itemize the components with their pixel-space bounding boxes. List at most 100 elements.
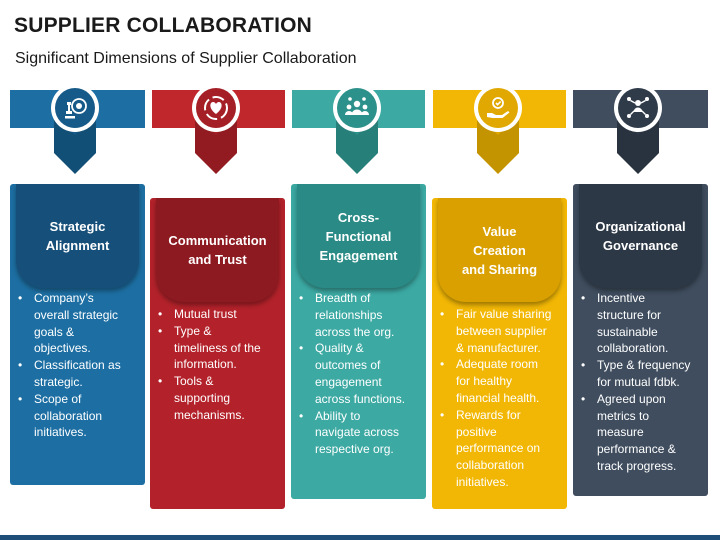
bullet-line: performance on bbox=[456, 441, 541, 456]
bullet-line: performance & bbox=[597, 442, 676, 457]
card-heading-line: Strategic bbox=[49, 219, 106, 234]
card-heading-line: Governance bbox=[602, 238, 679, 253]
card-heading: Communication and Trust bbox=[156, 198, 279, 302]
bullet-line: structure for bbox=[597, 307, 662, 322]
bullet-item: Rewards for positive performance on collabo… bbox=[440, 407, 562, 491]
bullet-line: goals & bbox=[34, 324, 75, 339]
bullet-item: Company’s overall strategic goals & objecti… bbox=[18, 290, 140, 357]
bullet-line: measure bbox=[597, 425, 644, 440]
dimension-card-5: OrganizationalGovernanceIncentive structu… bbox=[573, 184, 708, 496]
bullet-line: respective org. bbox=[315, 442, 394, 457]
chess-target-icon bbox=[61, 94, 89, 122]
pin-marker-2 bbox=[191, 83, 241, 175]
card-heading-line: Creation bbox=[473, 242, 526, 258]
bullet-line: collaboration bbox=[456, 458, 525, 473]
page-subtitle: Significant Dimensions of Supplier Colla… bbox=[15, 50, 357, 67]
bullet-line: strategic. bbox=[34, 374, 83, 389]
bullet-item: Mutual trust bbox=[158, 306, 280, 323]
bullet-line: Agreed upon bbox=[597, 391, 666, 406]
bullet-line: Classification as bbox=[34, 358, 121, 373]
bullet-line: Quality & bbox=[315, 341, 364, 356]
bullet-line: Type & frequency bbox=[597, 358, 691, 373]
card-heading-line: Organizational bbox=[595, 219, 686, 234]
bullet-item: Scope of collaboration initiatives. bbox=[18, 391, 140, 441]
bullet-line: supporting bbox=[174, 390, 231, 405]
bullet-item: Incentive structure for sustainable collabo… bbox=[581, 290, 703, 357]
heart-handshake-icon bbox=[202, 94, 230, 122]
bullet-line: initiatives. bbox=[456, 474, 509, 489]
bullet-line: collaboration bbox=[34, 408, 103, 423]
org-hierarchy-icon bbox=[624, 94, 652, 122]
bullet-line: Type & bbox=[174, 323, 212, 338]
card-heading-line: Value bbox=[482, 223, 517, 239]
bullet-line: Scope of bbox=[34, 391, 82, 406]
hand-coins-icon bbox=[484, 94, 512, 122]
bullet-line: engagement bbox=[315, 374, 382, 389]
bullet-line: across the org. bbox=[315, 324, 395, 339]
bullet-line: for mutual fdbk. bbox=[597, 374, 680, 389]
bullet-line: Fair value sharing bbox=[456, 307, 552, 321]
bullet-line: overall strategic bbox=[34, 307, 119, 322]
team-network-icon bbox=[343, 94, 371, 122]
bullet-line: navigate across bbox=[315, 425, 400, 440]
bullet-line: financial health. bbox=[456, 390, 540, 405]
pin-marker-4 bbox=[473, 83, 523, 175]
bullet-item: Type & timeliness of the information. bbox=[158, 323, 280, 373]
bullet-line: Ability to bbox=[315, 408, 361, 423]
bullet-line: outcomes of bbox=[315, 358, 381, 373]
pin-marker-1 bbox=[50, 83, 100, 175]
footer-bar bbox=[0, 535, 720, 540]
bullet-item: Breadth of relationships across the org. bbox=[299, 290, 421, 340]
card-heading-line: Functional bbox=[325, 228, 392, 244]
bullet-line: between supplier bbox=[456, 323, 547, 338]
bullet-item: Agreed upon metrics to measure performance … bbox=[581, 391, 703, 475]
bullet-line: Adequate room bbox=[456, 357, 539, 372]
bullet-item: Ability to navigate across respective org. bbox=[299, 408, 421, 458]
bullet-line: Tools & bbox=[174, 374, 214, 389]
page-title: SUPPLIER COLLABORATION bbox=[14, 14, 313, 37]
card-heading-line: Alignment bbox=[45, 238, 110, 253]
bullet-list: Incentive structure for sustainable collabo… bbox=[581, 290, 703, 475]
card-heading-line: and Trust bbox=[188, 252, 247, 267]
bullet-line: Breadth of bbox=[315, 291, 371, 305]
bullet-line: for healthy bbox=[456, 374, 513, 389]
bullet-line: track progress. bbox=[597, 458, 677, 473]
bullet-line: Mutual trust bbox=[174, 307, 237, 321]
bullet-line: Company’s bbox=[34, 291, 94, 305]
pin-marker-3 bbox=[332, 83, 382, 175]
bullet-line: objectives. bbox=[34, 341, 91, 356]
card-heading-line: Communication bbox=[168, 233, 267, 248]
bullet-item: Tools &supporting mechanisms. bbox=[158, 373, 280, 423]
bullet-line: across functions. bbox=[315, 391, 406, 406]
dimension-card-3: Cross-FunctionalEngagementBreadth ofrela… bbox=[291, 184, 426, 499]
bullet-line: collaboration. bbox=[597, 341, 669, 356]
bullet-line: initiatives. bbox=[34, 425, 87, 440]
bullet-line: Rewards for bbox=[456, 407, 521, 422]
bullet-line: Incentive bbox=[597, 291, 646, 305]
bullet-line: positive bbox=[456, 424, 497, 439]
bullet-line: relationships bbox=[315, 307, 383, 322]
bullet-line: timeliness of the bbox=[174, 340, 261, 355]
dimension-card-1: StrategicAlignmentCompany’s overall strat… bbox=[10, 184, 145, 485]
bullet-list: Company’s overall strategic goals & objecti… bbox=[18, 290, 140, 441]
bullet-line: information. bbox=[174, 357, 237, 372]
card-heading-line: Engagement bbox=[319, 247, 398, 263]
card-heading-line: and Sharing bbox=[461, 261, 538, 277]
dimension-card-2: Communication and TrustMutual trustType &… bbox=[150, 198, 285, 509]
bullet-list: Mutual trustType & timeliness of the infor… bbox=[158, 306, 280, 424]
bullet-line: sustainable bbox=[597, 324, 658, 339]
pin-marker-5 bbox=[613, 83, 663, 175]
bullet-line: metrics to bbox=[597, 408, 650, 423]
bullet-line: mechanisms. bbox=[174, 407, 245, 422]
